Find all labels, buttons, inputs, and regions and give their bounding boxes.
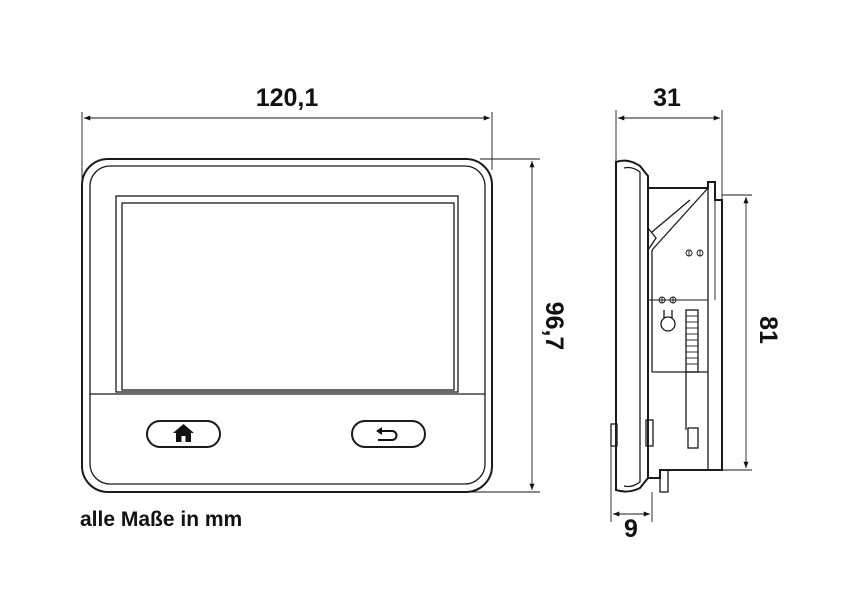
home-icon	[173, 424, 194, 442]
units-note: alle Maße in mm	[80, 508, 243, 531]
dimension-side-base-label: 9	[624, 515, 638, 543]
front-view	[81, 158, 493, 493]
back-button[interactable]	[351, 420, 426, 448]
dimension-front-height: 96,7	[440, 158, 568, 493]
side-bezel-outer	[615, 159, 649, 493]
dimension-front-height-label: 96,7	[540, 302, 568, 351]
dimension-side-height: 81	[722, 194, 782, 471]
home-button[interactable]	[146, 420, 221, 448]
side-view	[610, 159, 723, 493]
dimension-front-width-label: 120,1	[256, 84, 319, 112]
dimension-side-height-label: 81	[754, 316, 782, 344]
side-terminal-block	[685, 309, 699, 373]
front-housing-outer	[81, 158, 493, 493]
side-bottom-peg	[659, 469, 669, 493]
side-screw-marks	[658, 249, 704, 304]
side-bezel-inner	[623, 166, 641, 488]
dimension-side-base: 9	[610, 446, 653, 543]
side-top-slope	[647, 187, 709, 251]
front-housing-inner	[89, 165, 486, 485]
display-screen	[121, 202, 455, 391]
return-arrow-icon	[376, 427, 398, 441]
dimension-side-depth-label: 31	[653, 84, 681, 112]
dimension-front-width: 120,1	[81, 84, 493, 240]
display-bezel	[115, 195, 459, 393]
dimension-side-depth: 31	[615, 84, 723, 200]
side-keyhole	[660, 310, 676, 332]
